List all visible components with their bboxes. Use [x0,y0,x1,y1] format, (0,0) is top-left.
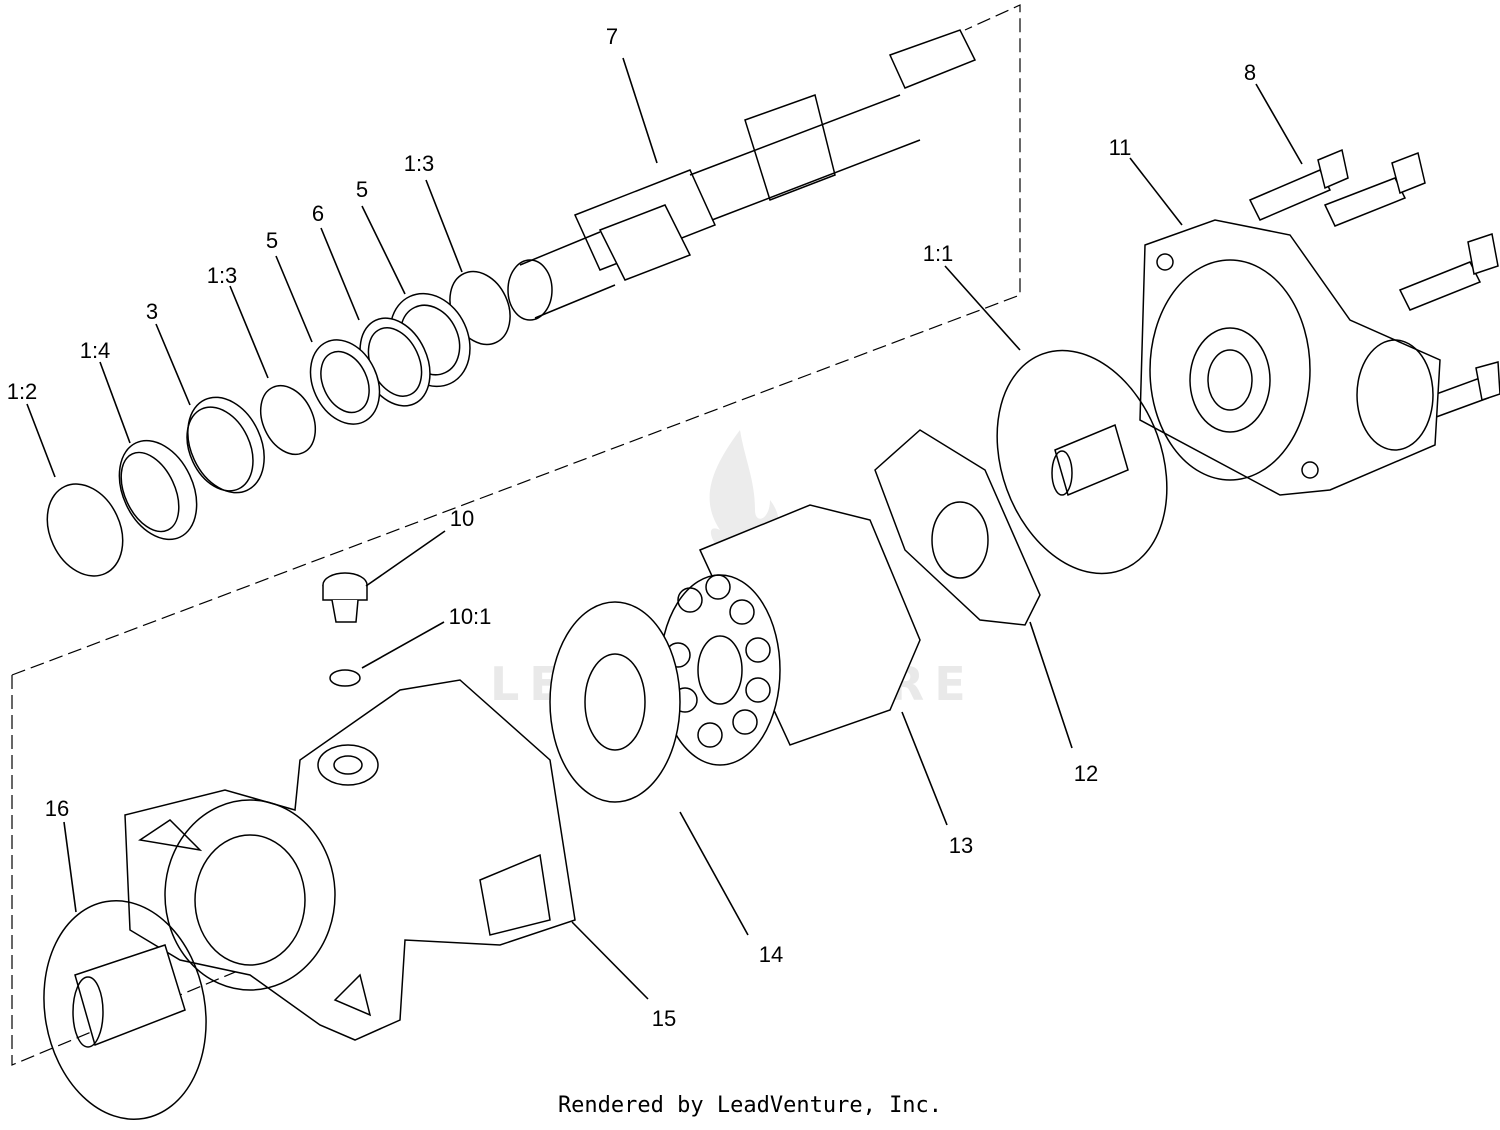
callout-8: 8 [1244,60,1256,85]
leader-lines [26,57,1303,1000]
callout-1-1: 1:1 [923,241,954,266]
callout-15: 15 [652,1006,676,1031]
part-11-end-cap [1139,219,1441,496]
callout-16: 16 [45,796,69,821]
callout-11: 11 [1109,135,1132,160]
callout-12: 12 [1074,761,1098,786]
callout-5-upper: 5 [356,177,368,202]
part-10-plug [322,572,368,687]
callout-labels: 7 8 11 1:3 5 6 5 1:3 3 1:4 1:2 1:1 10 10… [7,24,1256,1031]
part-1-1-o-ring [996,349,1168,575]
part-14-thrust-plate [549,601,681,803]
footer-credit: Rendered by LeadVenture, Inc. [557,1093,943,1118]
part-7-shaft [507,29,977,321]
callout-10: 10 [450,506,474,531]
callout-1-3-lower: 1:3 [207,263,238,288]
part-8-bolts [1248,148,1500,421]
part-rings [46,270,511,577]
callout-1-4: 1:4 [80,338,111,363]
part-15-housing [124,679,576,1041]
callout-7: 7 [606,24,618,49]
callout-10-1: 10:1 [449,604,492,629]
part-12-valve-plate [874,429,1041,626]
callout-3: 3 [146,299,158,324]
part-13-cylinder-barrel [659,504,921,766]
callout-13: 13 [949,833,973,858]
callout-14: 14 [759,942,783,967]
callout-1-3-upper: 1:3 [404,151,435,176]
callout-5-lower: 5 [266,228,278,253]
callout-6: 6 [312,201,324,226]
callout-1-2: 1:2 [7,379,38,404]
part-16-o-ring-bushing [43,900,207,1120]
